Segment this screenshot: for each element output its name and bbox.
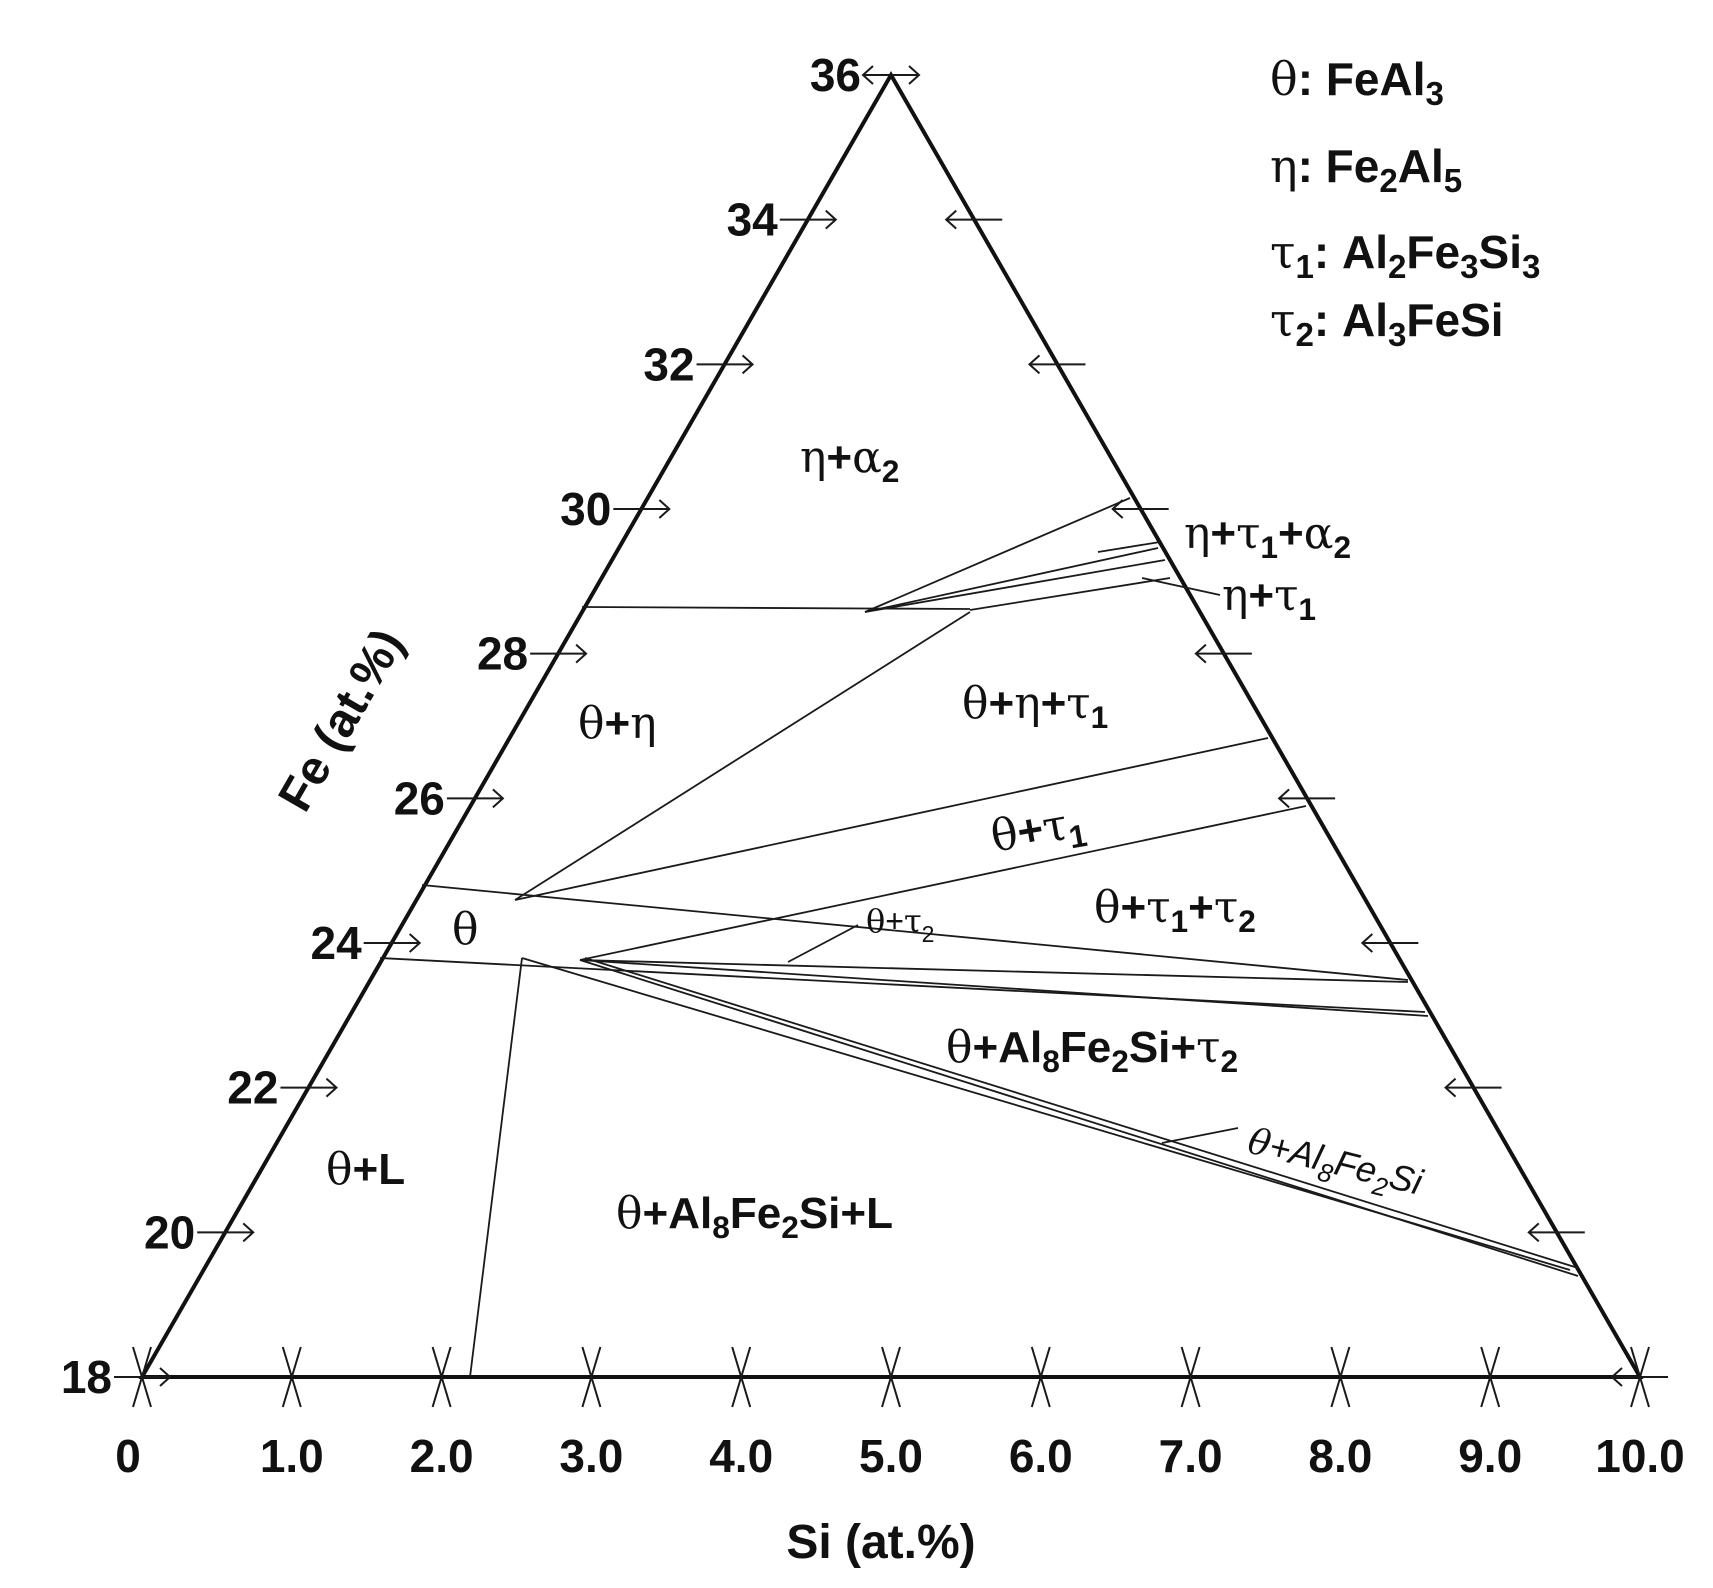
bottom-tick bbox=[431, 1346, 452, 1408]
left-tick-label: 28 bbox=[477, 628, 528, 680]
region-label-theta-al8fe2si: θ+Al8Fe2Si bbox=[1242, 1120, 1427, 1211]
region-label-eta-tau1: η+τ1 bbox=[1222, 570, 1316, 627]
bottom-tick bbox=[1180, 1346, 1201, 1408]
tie-line bbox=[581, 606, 971, 610]
leader-line bbox=[1161, 1127, 1239, 1144]
left-axis-labels: 18 20 22 24 26 28 30 32 34 36 bbox=[61, 49, 861, 1403]
region-label-theta-L: θ+L bbox=[326, 1144, 405, 1195]
left-tick bbox=[696, 354, 755, 375]
tie-line bbox=[579, 959, 1429, 1017]
bottom-tick-label: 8.0 bbox=[1308, 1430, 1372, 1482]
legend-entry: τ2: Al3FeSi bbox=[1270, 293, 1504, 354]
bottom-axis-ticks bbox=[132, 1346, 1650, 1408]
region-label-theta-al8fe2si-L: θ+Al8Fe2Si+L bbox=[616, 1188, 893, 1245]
left-tick bbox=[613, 499, 671, 519]
bottom-tick-label: 9.0 bbox=[1458, 1430, 1522, 1482]
right-tick bbox=[1610, 1367, 1668, 1387]
legend: θ: FeAl3 η: Fe2Al5 τ1: Al2Fe3Si3 τ2: Al3FeS… bbox=[1270, 52, 1540, 354]
legend-entry: τ1: Al2Fe3Si3 bbox=[1270, 225, 1540, 286]
right-tick bbox=[1027, 354, 1086, 375]
left-tick bbox=[779, 209, 838, 230]
left-tick-label: 26 bbox=[394, 772, 445, 824]
tie-line bbox=[579, 959, 1579, 1277]
left-tick bbox=[114, 1367, 172, 1387]
right-tick bbox=[944, 209, 1003, 230]
phase-boundaries bbox=[379, 497, 1579, 1378]
left-tick-label: 20 bbox=[144, 1206, 195, 1258]
bottom-tick bbox=[1030, 1346, 1051, 1408]
legend-entry: θ: FeAl3 bbox=[1270, 52, 1444, 113]
leader-line bbox=[1097, 541, 1161, 553]
tie-line bbox=[584, 957, 1579, 1269]
bottom-tick-label: 5.0 bbox=[859, 1430, 923, 1482]
bottom-tick bbox=[1330, 1346, 1351, 1408]
tie-line bbox=[969, 577, 1171, 611]
left-tick-label: 18 bbox=[61, 1351, 112, 1403]
region-label-eta-tau1-alpha2: η+τ1+α2 bbox=[1184, 508, 1351, 565]
left-tick-label: 32 bbox=[643, 338, 694, 390]
region-label-theta-tau1: θ+τ1 bbox=[987, 796, 1090, 868]
bottom-axis-labels: 0 1.0 2.0 3.0 4.0 5.0 6.0 7.0 8.0 9.0 10.0 bbox=[115, 1430, 1685, 1482]
tie-line bbox=[469, 957, 523, 1378]
tie-line bbox=[421, 884, 1409, 981]
bottom-tick bbox=[1480, 1346, 1501, 1408]
right-tick bbox=[1444, 1077, 1502, 1098]
bottom-tick-label: 4.0 bbox=[709, 1430, 773, 1482]
x-axis-title: Si (at.%) bbox=[786, 1516, 975, 1569]
region-label-theta-tau2: θ+τ2 bbox=[866, 902, 934, 947]
region-label-theta-eta-tau1: θ+η+τ1 bbox=[962, 678, 1108, 735]
bottom-tick-label: 3.0 bbox=[559, 1430, 623, 1482]
right-tick bbox=[1360, 933, 1419, 953]
tie-line bbox=[579, 805, 1307, 961]
bottom-tick bbox=[731, 1346, 752, 1408]
bottom-tick bbox=[881, 1346, 901, 1408]
y-axis-title: Fe (at.%) bbox=[269, 620, 415, 820]
bottom-tick-label: 7.0 bbox=[1159, 1430, 1223, 1482]
region-label-eta-alpha2: η+α2 bbox=[800, 432, 899, 489]
bottom-tick-label: 10.0 bbox=[1595, 1430, 1685, 1482]
bottom-tick bbox=[281, 1346, 302, 1408]
legend-entry: η: Fe2Al5 bbox=[1270, 139, 1462, 200]
tie-line bbox=[579, 959, 1409, 983]
region-label-theta-eta: θ+η bbox=[578, 698, 657, 749]
left-tick bbox=[363, 933, 422, 953]
left-tick bbox=[446, 788, 505, 809]
region-labels: η+α2 θ+η θ+η+τ1 η+τ1+α2η+τ1 θ+τ1 θ θ+τ2 θ+τ1+τ2… bbox=[326, 432, 1427, 1245]
left-tick bbox=[197, 1222, 255, 1243]
right-tick bbox=[861, 65, 919, 85]
region-label-theta-al8fe2si-tau2: θ+Al8Fe2Si+τ2 bbox=[946, 1022, 1238, 1079]
left-tick-label: 34 bbox=[727, 194, 779, 246]
tie-line bbox=[864, 559, 1166, 613]
tie-line bbox=[864, 497, 1131, 613]
bottom-tick-label: 0 bbox=[115, 1430, 141, 1482]
left-tick bbox=[530, 643, 588, 664]
left-tick-label: 22 bbox=[227, 1062, 278, 1114]
left-tick bbox=[280, 1077, 338, 1098]
left-tick-label: 30 bbox=[560, 483, 611, 535]
tie-line bbox=[514, 611, 971, 901]
left-axis-ticks bbox=[114, 65, 921, 1387]
bottom-tick bbox=[581, 1346, 602, 1408]
right-tick bbox=[1277, 788, 1336, 809]
region-label-theta: θ bbox=[452, 904, 479, 955]
tie-line bbox=[864, 547, 1159, 613]
right-tick bbox=[1194, 643, 1252, 664]
leader-line bbox=[787, 924, 859, 963]
leader-line bbox=[1141, 577, 1221, 596]
left-tick-label: 36 bbox=[810, 49, 861, 101]
bottom-tick-label: 2.0 bbox=[410, 1430, 474, 1482]
right-tick bbox=[1527, 1222, 1585, 1243]
tie-line bbox=[514, 737, 1269, 901]
bottom-tick-label: 1.0 bbox=[260, 1430, 324, 1482]
left-tick-label: 24 bbox=[310, 917, 362, 969]
region-label-theta-tau1-tau2: θ+τ1+τ2 bbox=[1094, 882, 1256, 939]
bottom-tick-label: 6.0 bbox=[1009, 1430, 1073, 1482]
